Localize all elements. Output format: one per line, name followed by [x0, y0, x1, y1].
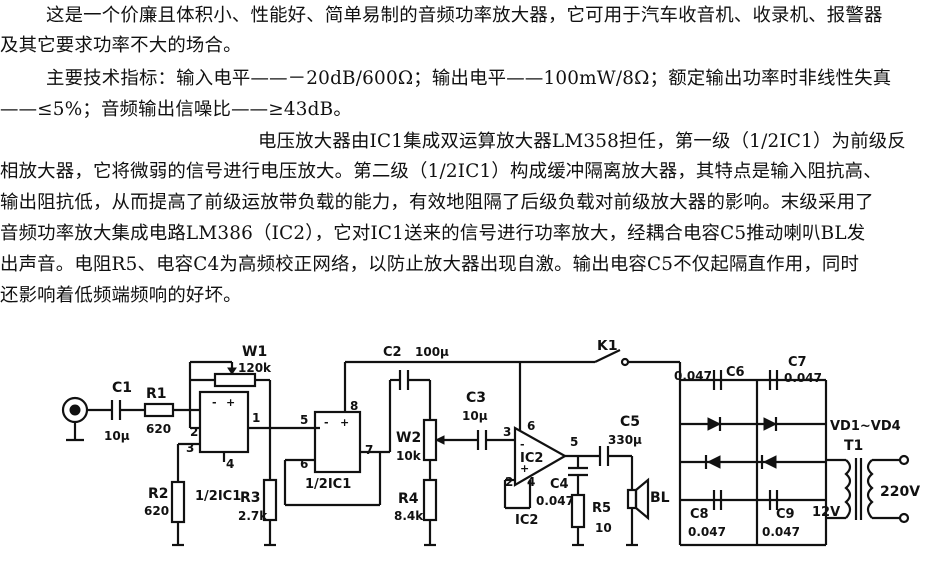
ic2-pin4: 4: [527, 475, 535, 489]
c5-value: 330μ: [608, 433, 642, 447]
c3-label: C3: [466, 390, 486, 406]
ic1b-pin7: 7: [365, 443, 373, 457]
para3-line2: 相放大器，它将微弱的信号进行电压放大。第二级（1/2IC1）构成缓冲隔离放大器，…: [0, 161, 882, 182]
svg-text:+: +: [226, 396, 235, 409]
para3-line5: 出声音。电阻R5、电容C4为高频校正网络，以防止放大器出现自激。输出电容C5不仅…: [0, 254, 860, 275]
c1-label: C1: [112, 380, 132, 396]
ic1b-pin8: 8: [350, 399, 358, 413]
para3-line4: 音频功率放大集成电路LM386（IC2），它对IC1送来的信号进行功率放大，经耦…: [0, 223, 866, 244]
r5-label: R5: [592, 501, 611, 516]
ic2-power-amp: - + IC2 3 2 6 4 5 IC2: [503, 362, 600, 528]
c2-label: C2: [383, 345, 402, 360]
svg-text:-: -: [212, 396, 217, 409]
rectifier-bridge: 0.047 C6 C7 0.047 VD1~VD4 C8 0.047 C9 0.…: [674, 355, 901, 547]
para2-line2: ——≤5%；音频输出信噪比——≥43dB。: [0, 99, 352, 120]
r2-value: 620: [144, 504, 169, 518]
ic1b-pin5: 5: [300, 413, 308, 427]
ic1a-pin2: 2: [190, 425, 198, 439]
w2-label: W2: [396, 430, 421, 446]
c9-label: C9: [776, 507, 795, 522]
ic2-pin2: 2: [505, 475, 513, 489]
para3-line1: 电压放大器由IC1集成双运算放大器LM358担任，第一级（1/2IC1）为前级反: [258, 131, 906, 152]
capacitor-c2: C2 100μ: [383, 345, 449, 452]
ic2-pin6: 6: [527, 419, 535, 433]
w1-label: W1: [242, 344, 267, 360]
svg-text:+: +: [520, 462, 529, 475]
c3-value: 10μ: [462, 409, 488, 423]
potentiometer-w1: W1 120k: [188, 344, 272, 428]
c6-value: 0.047: [674, 369, 712, 383]
ic1a-pin4: 4: [226, 457, 234, 471]
r1-value: 620: [146, 422, 171, 436]
speaker-bl: BL: [626, 456, 670, 547]
c5-label: C5: [620, 414, 640, 430]
resistor-r2: R2 620: [144, 470, 186, 547]
potentiometer-w2: W2 10k: [396, 380, 460, 480]
resistor-r3: R3 2.7k: [238, 428, 278, 547]
r4-label: R4: [398, 491, 419, 507]
para2-line1: 主要技术指标：输入电平——－20dB/600Ω；输出电平——100mW/8Ω；额…: [46, 68, 892, 89]
resistor-r4: R4 8.4k: [394, 478, 438, 547]
ic2-pin3: 3: [503, 425, 511, 439]
para1-line1: 这是一个价廉且体积小、性能好、简单易制的音频功率放大器，它可用于汽车收音机、收录…: [46, 5, 883, 26]
bl-label: BL: [650, 490, 670, 506]
r5-value: 10: [595, 521, 612, 535]
v12-label: 12V: [812, 505, 840, 520]
v220-label: 220V: [880, 484, 920, 500]
t1-label: T1: [844, 438, 863, 454]
r3-value: 2.7k: [238, 509, 268, 523]
w1-value: 120k: [238, 361, 272, 375]
capacitor-c5: C5 330μ: [598, 414, 642, 466]
para3-line3: 输出阻抗低，从而提高了前级运放带负载的能力，有效地阻隔了后级负载对前级放大器的影…: [0, 192, 874, 213]
k1-label: K1: [597, 340, 618, 354]
ic1a-pin3: 3: [186, 441, 194, 455]
ic2-pin5: 5: [570, 435, 578, 449]
c7-label: C7: [788, 355, 807, 370]
c7-value: 0.047: [784, 371, 822, 385]
c2-value: 100μ: [415, 345, 449, 359]
c8-value: 0.047: [688, 525, 726, 539]
transformer-t1: T1 220V: [826, 438, 920, 524]
ic1a-pin1: 1: [252, 411, 260, 425]
r2-label: R2: [148, 486, 169, 502]
para1-line2: 及其它要求功率不大的场合。: [0, 35, 242, 56]
r4-value: 8.4k: [394, 509, 424, 523]
c4-label: C4: [550, 477, 569, 492]
capacitor-c1: C1 10μ: [104, 380, 145, 443]
para3-line6: 还影响着低频端频响的好坏。: [0, 285, 242, 306]
resistor-r1: R1 620: [143, 386, 200, 436]
svg-text:-: -: [324, 416, 329, 429]
ic1a-label: 1/2IC1: [195, 489, 241, 504]
input-jack: [61, 396, 112, 442]
ic2-label: IC2: [515, 513, 538, 528]
ic1-second-stage: - + 5 6 8 7 1/2IC1: [283, 360, 520, 507]
svg-text:-: -: [520, 438, 525, 451]
r3-label: R3: [240, 490, 261, 506]
capacitor-c4: C4 0.047: [536, 456, 588, 508]
c1-value: 10μ: [104, 429, 130, 443]
c4-value: 0.047: [536, 494, 574, 508]
ic1b-pin6: 6: [300, 457, 308, 471]
switch-k1: K1: [520, 340, 680, 367]
c8-label: C8: [690, 507, 709, 522]
capacitor-c3: C3 10μ: [460, 390, 515, 450]
ic1b-label: 1/2IC1: [305, 477, 351, 492]
c6-label: C6: [726, 365, 745, 380]
vd-label: VD1~VD4: [830, 419, 901, 434]
r1-label: R1: [146, 386, 167, 402]
svg-text:+: +: [340, 416, 349, 429]
ic1-first-stage: - + 2 3 4 1 1/2IC1: [176, 390, 320, 504]
c9-value: 0.047: [762, 525, 800, 539]
circuit-diagram: C1 10μ R1 620 - + 2 3 4 1 1/2IC1 W1: [61, 340, 920, 547]
w2-value: 10k: [396, 449, 422, 463]
ic2-inner-label: IC2: [520, 451, 543, 466]
resistor-r5: R5 10: [570, 493, 612, 547]
